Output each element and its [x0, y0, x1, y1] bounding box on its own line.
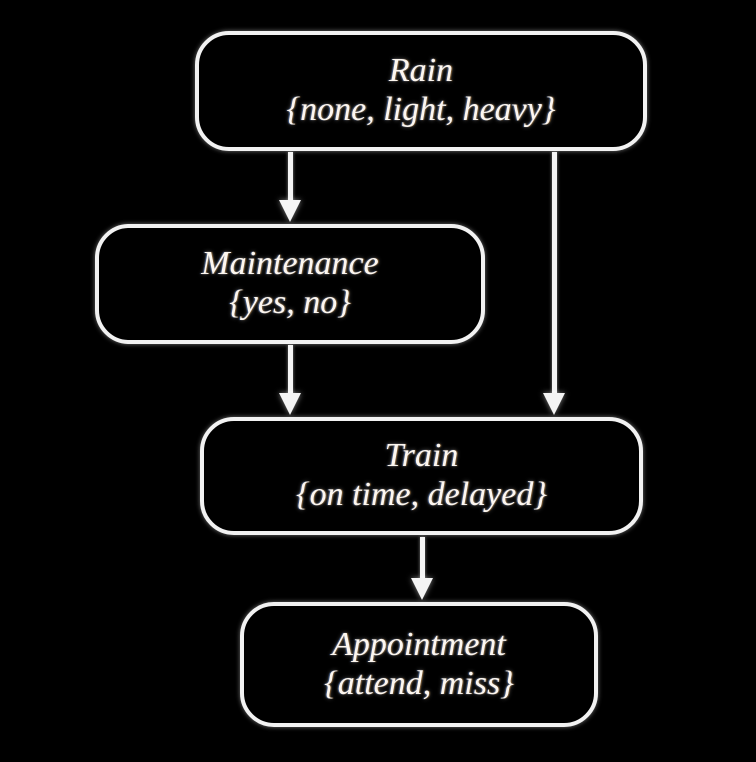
node-train-title: Train [384, 437, 459, 475]
arrow-shaft [420, 537, 425, 582]
arrowhead-icon [279, 200, 301, 222]
arrowhead-icon [411, 578, 433, 600]
node-train-states: {on time, delayed} [296, 476, 547, 513]
arrow-rain-to-train [543, 152, 565, 415]
arrow-train-to-appointment [411, 537, 433, 600]
arrowhead-icon [543, 393, 565, 415]
node-appointment-states: {attend, miss} [324, 664, 514, 702]
node-train[interactable]: Train {on time, delayed} [200, 417, 643, 535]
node-appointment[interactable]: Appointment {attend, miss} [240, 602, 598, 727]
node-maintenance-title: Maintenance [201, 245, 379, 283]
node-rain-title: Rain [388, 52, 454, 90]
node-maintenance[interactable]: Maintenance {yes, no} [95, 224, 485, 344]
arrowhead-icon [279, 393, 301, 415]
node-rain-states: {none, light, heavy} [286, 91, 556, 128]
arrow-shaft [552, 152, 557, 397]
arrow-rain-to-maintenance [279, 152, 301, 222]
arrow-maintenance-to-train [279, 345, 301, 415]
arrow-shaft [288, 345, 293, 397]
node-maintenance-states: {yes, no} [229, 284, 351, 321]
node-rain[interactable]: Rain {none, light, heavy} [195, 31, 647, 151]
arrow-shaft [288, 152, 293, 204]
node-appointment-title: Appointment [332, 625, 506, 663]
